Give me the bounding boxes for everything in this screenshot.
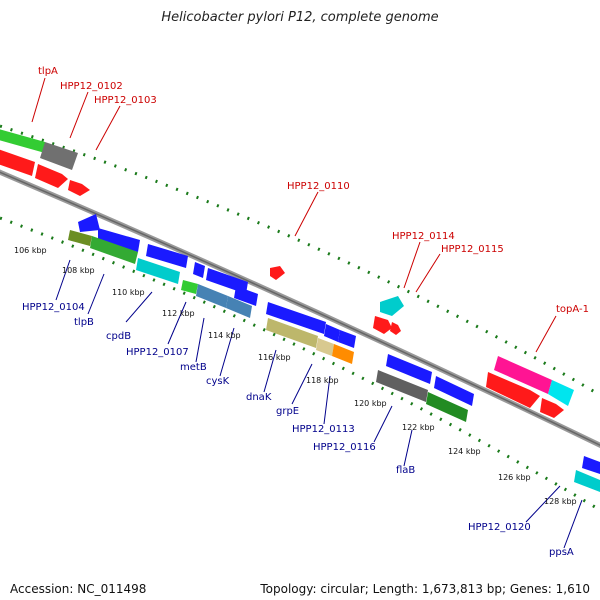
gene-label-HPP12_0110[interactable]: HPP12_0110 [287, 181, 350, 192]
cds-rev-10 [386, 354, 432, 384]
cds-rev-3 [146, 244, 188, 268]
cds-HPP12_0115b [390, 322, 401, 335]
cds-fwd-4 [486, 372, 540, 408]
cds-tlpA [0, 129, 45, 153]
cds-HPP12_0116 [376, 370, 428, 402]
cds-fwd-5 [540, 398, 564, 418]
cds-cpdB [136, 258, 180, 284]
cds-grpE [316, 338, 334, 356]
accession-text: Accession: NC_011498 [10, 582, 147, 596]
cds-rev-12 [582, 456, 600, 474]
cds-rev-4 [193, 262, 205, 278]
gene-label-HPP12_0116[interactable]: HPP12_0116 [313, 442, 376, 453]
gene-label-HPP12_0115[interactable]: HPP12_0115 [441, 244, 504, 255]
cds-HPP12_0104 [68, 230, 92, 246]
map-title: Helicobacter pylori P12, complete genome [161, 10, 439, 25]
cds-topA [494, 356, 552, 394]
tick-labels: 106 kbp 108 kbp 110 kbp 112 kbp 114 kbp … [14, 246, 577, 506]
gene-label-ppsA[interactable]: ppsA [549, 547, 574, 558]
cds-metB [196, 284, 228, 308]
tick-label: 118 kbp [306, 376, 339, 385]
tick-label: 108 kbp [62, 266, 95, 275]
gene-label-flaB[interactable]: flaB [396, 465, 415, 476]
tick-label: 128 kbp [544, 497, 577, 506]
cds-rev-11 [434, 376, 474, 406]
forward-features [0, 129, 574, 418]
gene-label-HPP12_0102[interactable]: HPP12_0102 [60, 81, 123, 92]
cds-HPP12_0115 [373, 316, 392, 334]
cds-fwd-3 [68, 180, 90, 196]
cds-HPP12_0107 [181, 280, 198, 294]
tick-label: 120 kbp [354, 399, 387, 408]
cds-rev-1 [78, 214, 100, 232]
tick-label: 122 kbp [402, 423, 435, 432]
gene-label-HPP12_0107[interactable]: HPP12_0107 [126, 347, 189, 358]
cds-HPP12_0114 [380, 296, 404, 316]
gene-label-HPP12_0103[interactable]: HPP12_0103 [94, 95, 157, 106]
gene-label-tlpB[interactable]: tlpB [74, 317, 94, 328]
cds-HPP12_0120 [574, 470, 600, 492]
gene-label-dnaK[interactable]: dnaK [246, 392, 272, 403]
reverse-features [68, 214, 600, 492]
gene-label-cysK[interactable]: cysK [206, 376, 230, 387]
gene-label-grpE[interactable]: grpE [276, 406, 299, 417]
tick-label: 112 kbp [162, 309, 195, 318]
tick-label: 116 kbp [258, 353, 291, 362]
gene-label-metB[interactable]: metB [180, 362, 207, 373]
tick-label: 110 kbp [112, 288, 145, 297]
tick-label: 114 kbp [208, 331, 241, 340]
cds-flaB [426, 392, 468, 422]
tick-label: 126 kbp [498, 473, 531, 482]
reverse-gene-labels: HPP12_0104 tlpB cpdB HPP12_0107 metB cys… [22, 302, 574, 558]
gene-label-HPP12_0120[interactable]: HPP12_0120 [468, 522, 531, 533]
cds-cysK [226, 296, 252, 318]
gene-label-tlpA[interactable]: tlpA [38, 66, 58, 77]
cds-tlpB [90, 236, 138, 264]
outer-tick-ring [0, 124, 600, 397]
gene-label-HPP12_0113[interactable]: HPP12_0113 [292, 424, 355, 435]
gene-label-HPP12_0104[interactable]: HPP12_0104 [22, 302, 85, 313]
reverse-leaders [55, 259, 583, 549]
cds-rev-2 [98, 228, 140, 252]
cds-HPP12_0102 [40, 142, 78, 170]
cds-rev-9 [338, 330, 356, 348]
tick-label: 124 kbp [448, 447, 481, 456]
gene-label-topA-1[interactable]: topA-1 [556, 304, 589, 315]
cds-fwd-2 [35, 164, 68, 188]
cds-topA-tail [548, 380, 574, 406]
cds-HPP12_0113 [332, 344, 354, 364]
cds-HPP12_0110-mark [270, 266, 285, 280]
cds-rev-6 [234, 286, 258, 306]
cds-rev-7 [266, 302, 326, 334]
genome-summary-text: Topology: circular; Length: 1,673,813 bp… [260, 582, 590, 596]
tick-label: 106 kbp [14, 246, 47, 255]
gene-label-HPP12_0114[interactable]: HPP12_0114 [392, 231, 455, 242]
cds-dnaK [266, 318, 318, 348]
gene-label-cpdB[interactable]: cpdB [106, 331, 131, 342]
cds-fwd-1 [0, 149, 35, 176]
cds-rev-8 [324, 324, 340, 342]
forward-gene-labels: tlpA HPP12_0102 HPP12_0103 HPP12_0110 HP… [38, 66, 589, 315]
forward-leaders [31, 77, 557, 353]
